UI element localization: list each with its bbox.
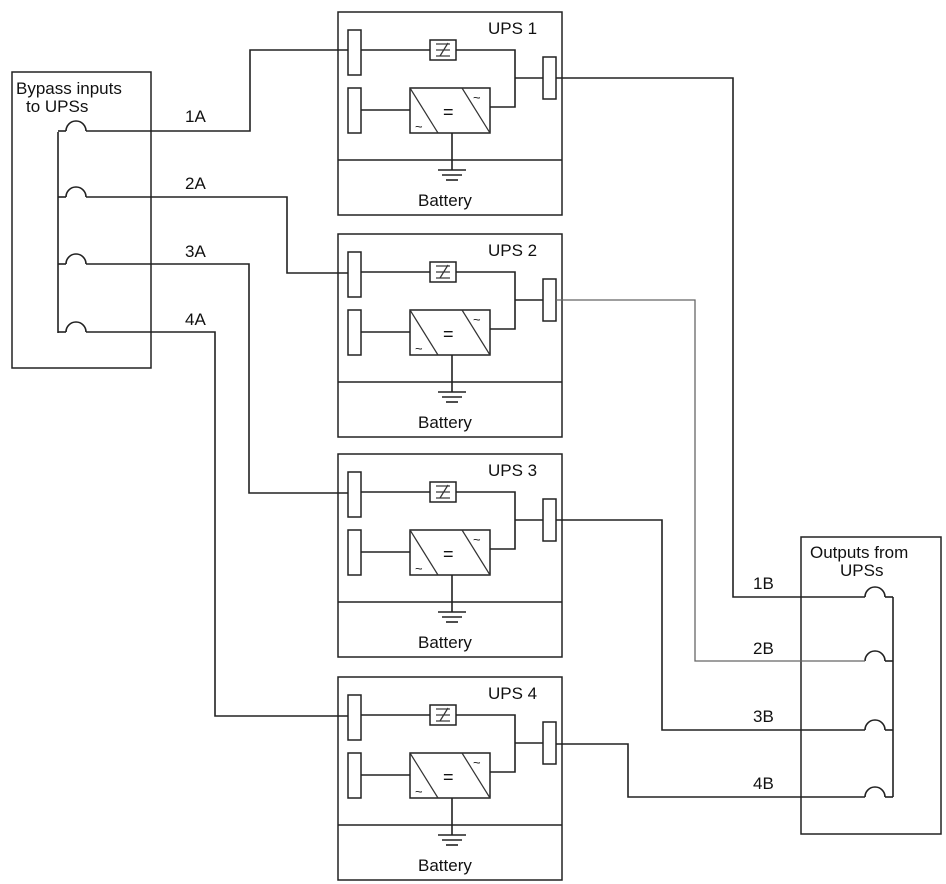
ground-icon: [438, 355, 466, 403]
bypass-panel-frame: [11, 71, 152, 369]
ups-frame: [337, 453, 563, 658]
wire-3a: [86, 263, 348, 494]
ac-wave-in: ~: [415, 341, 423, 356]
ups-units: UPS 1 Battery = ~ ~ UPS 2 Battery = ~ ~ UPS 3 Batte…: [337, 11, 563, 881]
terminal-icon: [542, 721, 557, 765]
battery-label: Battery: [418, 633, 472, 652]
ups-unit-1: UPS 1 Battery = ~ ~: [337, 11, 563, 216]
ac-wave-out: ~: [473, 755, 481, 770]
switch-icon: [429, 261, 457, 283]
terminal-icon: [347, 309, 362, 356]
switch-icon: [429, 39, 457, 61]
ups-unit-3: UPS 3 Battery = ~ ~: [337, 453, 563, 658]
converter-icon: = ~ ~: [409, 309, 491, 356]
terminal-icon: [347, 251, 362, 298]
terminal-icon: [542, 498, 557, 542]
input-label-4a: 4A: [185, 310, 206, 329]
terminal-icon: [347, 694, 362, 741]
terminal-icon: [347, 29, 362, 76]
bypass-panel-title-line1: Bypass inputs: [16, 79, 122, 98]
input-label-3a: 3A: [185, 242, 206, 261]
output-label-1b: 1B: [753, 574, 774, 593]
breaker-icon: [58, 186, 87, 198]
converter-equals: =: [443, 102, 454, 122]
output-panel-title-line2: UPSs: [840, 561, 883, 580]
terminal-icon: [347, 529, 362, 576]
output-label-3b: 3B: [753, 707, 774, 726]
output-wires: [556, 77, 865, 798]
output-panel-frame: [800, 536, 942, 835]
output-label-2b: 2B: [753, 639, 774, 658]
terminal-icon: [347, 752, 362, 799]
ac-wave-in: ~: [415, 784, 423, 799]
ac-wave-in: ~: [415, 561, 423, 576]
ups-title: UPS 3: [488, 461, 537, 480]
breaker-icon: [864, 650, 893, 662]
input-label-2a: 2A: [185, 174, 206, 193]
battery-label: Battery: [418, 413, 472, 432]
wire-2a: [86, 196, 348, 274]
ground-icon: [438, 575, 466, 623]
ground-icon: [438, 798, 466, 846]
wire-2b: [556, 299, 865, 662]
output-labels: 1B 2B 3B 4B: [753, 574, 774, 793]
converter-equals: =: [443, 767, 454, 787]
input-label-1a: 1A: [185, 107, 206, 126]
breaker-icon: [864, 719, 893, 731]
switch-icon: [429, 704, 457, 726]
converter-equals: =: [443, 324, 454, 344]
ups-title: UPS 1: [488, 19, 537, 38]
converter-icon: = ~ ~: [409, 529, 491, 576]
ground-icon: [438, 133, 466, 181]
breaker-icon: [58, 120, 87, 132]
converter-icon: = ~ ~: [409, 87, 491, 134]
breaker-icon: [864, 786, 893, 798]
ups-frame: [337, 11, 563, 216]
ups-unit-2: UPS 2 Battery = ~ ~: [337, 233, 563, 438]
ac-wave-out: ~: [473, 312, 481, 327]
ac-wave-out: ~: [473, 90, 481, 105]
breaker-icon: [58, 321, 87, 333]
wire-3b: [556, 519, 865, 731]
wire-1a: [86, 49, 348, 132]
input-wires: [86, 49, 348, 717]
ups-frame: [337, 233, 563, 438]
wire-1b: [556, 77, 865, 598]
output-breakers: [864, 586, 893, 798]
ups-title: UPS 2: [488, 241, 537, 260]
terminal-icon: [347, 87, 362, 134]
ups-unit-4: UPS 4 Battery = ~ ~: [337, 676, 563, 881]
battery-label: Battery: [418, 191, 472, 210]
breaker-icon: [58, 253, 87, 265]
ac-wave-in: ~: [415, 119, 423, 134]
output-label-4b: 4B: [753, 774, 774, 793]
input-labels: 1A 2A 3A 4A: [185, 107, 206, 329]
terminal-icon: [542, 56, 557, 100]
terminal-icon: [542, 278, 557, 322]
wire-4a: [86, 331, 348, 717]
bypass-breakers: [58, 120, 87, 333]
ups-title: UPS 4: [488, 684, 537, 703]
converter-icon: = ~ ~: [409, 752, 491, 799]
converter-equals: =: [443, 544, 454, 564]
terminal-icon: [347, 471, 362, 518]
breaker-icon: [864, 586, 893, 598]
wire-4b: [556, 743, 865, 798]
bypass-inputs-panel: Bypass inputs to UPSs: [11, 71, 152, 369]
ac-wave-out: ~: [473, 532, 481, 547]
outputs-panel: Outputs from UPSs: [800, 536, 942, 835]
output-panel-title-line1: Outputs from: [810, 543, 908, 562]
switch-icon: [429, 481, 457, 503]
bypass-panel-title-line2: to UPSs: [26, 97, 88, 116]
battery-label: Battery: [418, 856, 472, 875]
ups-frame: [337, 676, 563, 881]
